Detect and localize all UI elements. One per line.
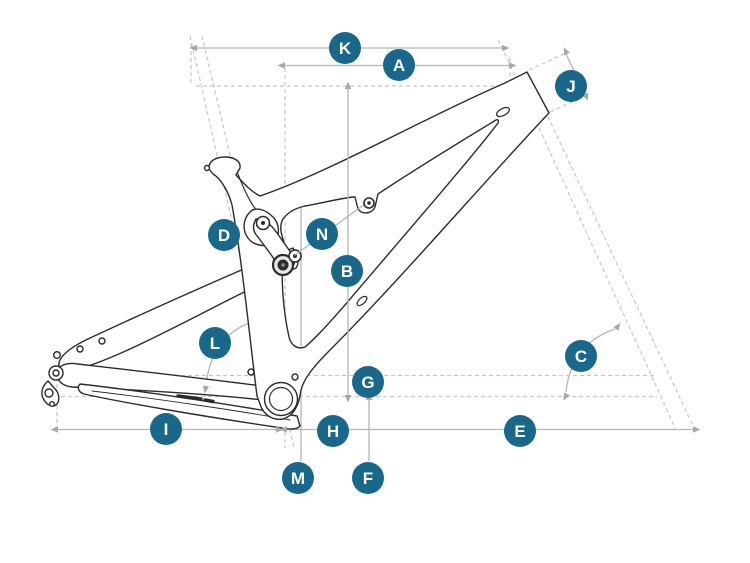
marker-letter: A [393,56,405,75]
arrow-H-left [279,426,287,433]
marker-letter: N [316,225,328,244]
marker-circle[interactable] [150,413,182,445]
marker-circle[interactable] [565,340,597,372]
marker-circle[interactable] [331,255,363,287]
marker-F[interactable]: F [352,462,384,494]
seatstay-boss-2 [98,337,106,345]
arrow-I-left [50,426,58,433]
marker-letter: L [210,334,220,353]
marker-D[interactable]: D [208,219,240,251]
marker-G[interactable]: G [352,366,384,398]
marker-L[interactable]: L [199,327,231,359]
arrow-C-lower [563,392,570,401]
marker-letter: J [566,77,575,96]
bike-frame [41,71,550,430]
marker-circle[interactable] [208,219,240,251]
marker-J[interactable]: J [555,70,587,102]
marker-letter: E [514,422,525,441]
marker-letter: K [339,39,352,58]
arrow-A-right [509,62,517,69]
marker-circle[interactable] [282,462,314,494]
dimension-markers: K A J D NB L C G I H E M F [150,32,597,494]
arrow-J-top [563,47,570,56]
hanger-hole-small [49,401,56,408]
marker-circle[interactable] [199,327,231,359]
marker-circle[interactable] [329,32,361,64]
arrow-C-upper [613,322,621,331]
rear-axle-center [52,369,60,377]
arrow-B-bottom [344,395,352,403]
marker-letter: H [327,422,339,441]
marker-letter: I [164,420,169,439]
marker-circle[interactable] [352,462,384,494]
arrow-B-top [344,81,352,89]
marker-circle[interactable] [306,218,338,250]
collar-bolt [203,164,211,172]
marker-letter: C [575,347,587,366]
marker-circle[interactable] [555,70,587,102]
marker-letter: F [363,469,373,488]
ref-steering-axis-front [526,71,696,431]
bb-boss-right [291,373,299,381]
marker-letter: M [291,469,305,488]
ref-steering-axis [515,76,677,431]
marker-letter: D [218,226,230,245]
hanger-hole [44,388,54,398]
guard-hatch [176,394,215,404]
marker-M[interactable]: M [282,462,314,494]
rocker-top-pivot-dot [261,221,265,225]
marker-A[interactable]: A [383,49,415,81]
main-pivot-glint [281,263,285,267]
cable-port-toptube [496,106,510,118]
marker-circle[interactable] [383,49,415,81]
marker-B[interactable]: B [331,255,363,287]
marker-N[interactable]: N [306,218,338,250]
arrow-E-right [693,426,701,433]
marker-C[interactable]: C [565,340,597,372]
marker-letter: B [341,262,353,281]
marker-K[interactable]: K [329,32,361,64]
cable-port-downtube [356,295,368,307]
marker-letter: G [361,373,374,392]
dropout-tab-hole [53,351,62,360]
marker-circle[interactable] [352,366,384,398]
bb-bearing [268,386,294,412]
marker-H[interactable]: H [317,415,349,447]
ref-J-ext-top [528,51,569,71]
marker-I[interactable]: I [150,413,182,445]
arrow-K-right [502,44,510,52]
arrow-A-left [277,62,285,69]
seatstay-boss-1 [76,345,84,353]
arrowheads [50,44,701,433]
marker-E[interactable]: E [504,415,536,447]
marker-circle[interactable] [317,415,349,447]
shock-upper-eye-dot [367,201,371,205]
ref-steering-axis-up [497,39,517,78]
bb-boss-left [247,368,255,376]
arrow-K-left [189,44,197,52]
marker-circle[interactable] [504,415,536,447]
arrow-L-tip [202,385,210,394]
